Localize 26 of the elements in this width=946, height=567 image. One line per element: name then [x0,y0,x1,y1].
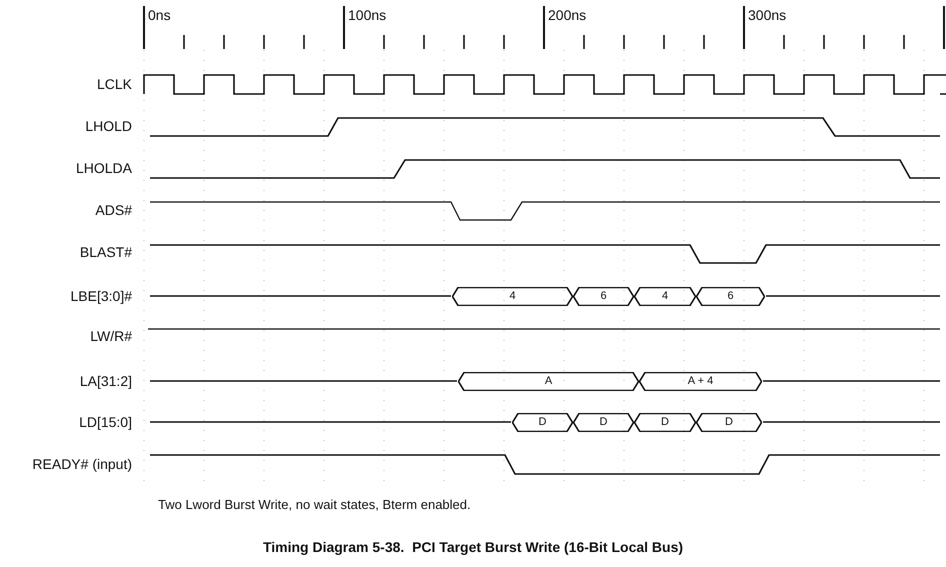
time-label: 300ns [748,8,786,22]
time-label: 100ns [348,8,386,22]
signal-name: LBE[3:0]# [70,289,132,303]
signal-name: LCLK [96,77,132,91]
signal-name: LA[31:2] [80,374,132,388]
bus-value: 4 [662,290,668,302]
signal-name: LW/R# [90,329,132,343]
time-label: 200ns [548,8,586,22]
caption: Timing Diagram 5-38. PCI Target Burst Write (16-Bit Local Bus) [262,540,684,554]
bus-value: A [544,376,552,386]
bus-value: A + 4 [688,376,714,386]
note-text: Two Lword Burst Write, no wait states, Bterm enabled. [158,498,471,511]
bus-value: D [725,416,733,428]
bus-value: 6 [727,290,734,302]
bus-value: 6 [600,290,607,302]
signal-name: ADS# [95,203,132,217]
time-label: 0ns [148,8,171,22]
bus-value: 4 [509,290,516,302]
bus-value: D [538,416,546,428]
signal-name: LD[15:0] [79,415,132,429]
signal-name: READY# (input) [32,457,132,471]
signal-name: LHOLD [85,119,132,133]
signal-name: LHOLDA [76,161,132,175]
bus-value: D [661,416,669,428]
bus-value: D [600,416,608,428]
signal-name: BLAST# [80,245,132,259]
